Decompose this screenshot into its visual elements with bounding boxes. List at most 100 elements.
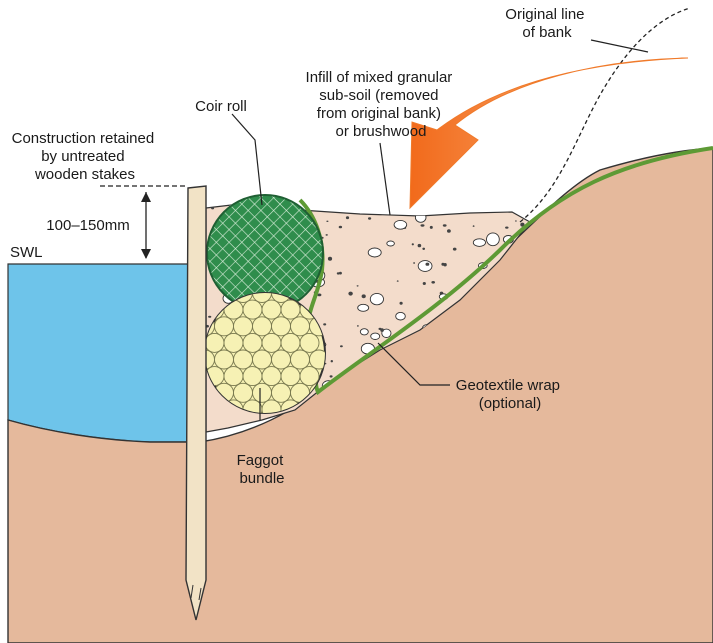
infill-stone (464, 204, 468, 205)
infill-stone (363, 205, 368, 209)
infill-stone (340, 345, 343, 348)
infill-stone (441, 262, 445, 266)
faggot-stick-end (252, 382, 272, 403)
faggot-stick-end (223, 366, 244, 387)
infill-stone (486, 232, 500, 247)
faggot-stick-end (214, 349, 234, 370)
infill-stone (515, 220, 517, 222)
water-body (7, 263, 199, 443)
faggot-stick-end (261, 332, 282, 353)
infill-stone (361, 294, 366, 299)
faggot-stick-end (290, 349, 310, 370)
faggot-stick-end (233, 382, 253, 403)
infill-stone (338, 225, 343, 229)
infill-stone (208, 315, 212, 318)
infill-stone (359, 328, 369, 336)
infill-stone (520, 222, 525, 227)
infill-stone (522, 204, 530, 208)
infill-stone (357, 325, 359, 327)
faggot-stick-end (261, 299, 282, 320)
infill-stone (381, 328, 392, 338)
infill-stone (425, 262, 430, 266)
label-swl: SWL (10, 244, 43, 261)
faggot-stick-end (242, 332, 263, 353)
faggot-stick-end (252, 316, 272, 337)
faggot-stick-end (252, 349, 272, 370)
infill-stone (399, 301, 403, 305)
infill-stone (369, 292, 384, 306)
infill-stone (472, 225, 475, 227)
infill-stone (348, 291, 353, 296)
infill-stone (386, 240, 395, 247)
faggot-stick-end (280, 366, 301, 387)
infill-stone (411, 243, 414, 246)
wooden-stake (185, 185, 207, 621)
infill-stone (367, 247, 382, 258)
label-infill: Infill of mixed granular sub-soil (remov… (306, 69, 457, 140)
label-original-bank: Original line of bank (505, 6, 588, 41)
infill-stone (211, 207, 215, 210)
infill-stone (442, 224, 447, 227)
infill-stone (396, 280, 399, 282)
faggot-stick-end (280, 299, 301, 320)
infill-stone (330, 360, 333, 363)
faggot-stick-end (242, 366, 263, 387)
infill-stone (338, 271, 342, 275)
faggot-stick-end (299, 366, 320, 387)
leader-infill (379, 142, 391, 216)
infill-stone (414, 212, 427, 223)
infill-stone (323, 323, 327, 326)
geotextile-line (298, 146, 713, 396)
label-coir-roll: Coir roll (195, 98, 247, 115)
faggot-stick-end (214, 316, 234, 337)
infill-arrow (409, 57, 689, 210)
infill-stone (447, 229, 451, 233)
faggot-stick-end (205, 332, 225, 353)
infill-stone (356, 285, 359, 287)
infill-stone (509, 206, 515, 210)
infill-stone (384, 204, 388, 207)
infill-stone (317, 293, 322, 297)
infill-stone (400, 205, 403, 208)
infill-stone (343, 204, 354, 209)
faggot-stick-end (271, 316, 291, 337)
infill-stone (326, 220, 329, 222)
infill-stone (325, 234, 328, 236)
label-gap: 100–150mm (46, 217, 129, 234)
faggot-stick-end (223, 332, 244, 353)
infill-stone (413, 262, 415, 264)
infill-stone (380, 328, 384, 332)
faggot-stick-end (290, 316, 310, 337)
label-geotextile: Geotextile wrap (optional) (456, 377, 564, 412)
label-faggot: Faggot bundle (237, 452, 288, 487)
infill-stone (522, 201, 525, 203)
faggot-stick-end (242, 299, 263, 320)
faggot-stick-end (261, 366, 282, 387)
faggot-stick-end (271, 349, 291, 370)
faggot-stick-end (271, 293, 291, 303)
infill-stone (505, 226, 509, 229)
infill-stone (336, 272, 340, 275)
infill-stone (452, 247, 457, 251)
infill-stone (393, 219, 408, 230)
infill-stone (431, 281, 436, 284)
faggot-stick-end (233, 349, 253, 370)
leader-coir (231, 113, 263, 206)
infill-stone (395, 311, 406, 321)
infill-stone (368, 217, 372, 220)
infill-stone (371, 207, 374, 210)
infill-stone (293, 199, 297, 202)
infill-stone (364, 211, 367, 214)
faggot-stick-end (252, 293, 272, 303)
faggot-stick-end (299, 332, 320, 353)
faggot-stick-end (309, 349, 325, 370)
original-bank-line (519, 7, 691, 223)
infill-stone (327, 256, 333, 261)
infill-stone (429, 225, 433, 229)
infill-stone (432, 204, 441, 207)
faggot-stick-end (280, 332, 301, 353)
infill-stone (422, 282, 426, 285)
label-construction: Construction retained by untreated woode… (12, 130, 159, 183)
infill-stone (422, 247, 426, 250)
faggot-stick-end (233, 316, 253, 337)
